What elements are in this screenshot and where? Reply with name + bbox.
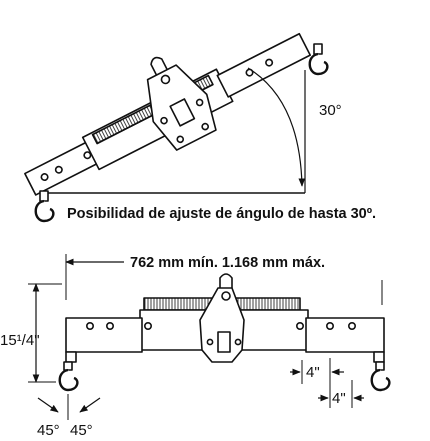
angle-caption: Posibilidad de ajuste de ángulo de hasta… [67,206,376,222]
plate-bolt [201,122,209,131]
right-sleeve [216,32,311,98]
left-hook-icon [34,190,55,223]
right-hook-icon [370,361,391,392]
plate-pin [160,74,171,85]
left-sleeve [65,317,143,353]
length-label: 762 mm mín. 1.168 mm máx. [130,255,325,271]
right-hook-icon [308,43,329,76]
plate-bolt [160,116,168,125]
horizontal-beam-view [28,254,391,420]
sleeve-hole [54,165,63,174]
plate-bolt [195,98,204,107]
spacing-label-1: 4" [306,364,320,381]
plate-window [169,98,196,127]
plate-bolt [176,135,185,144]
angle-label: 30° [319,102,342,119]
tilted-beam [24,32,311,196]
sleeve-hole [40,173,49,182]
hook-angle-arrow-right [79,397,101,413]
height-label: 15¹/4" [0,332,40,349]
left-hook-icon [58,361,79,392]
right-sleeve [305,317,385,353]
lifting-shackle [150,56,168,76]
hook-angle-label-left: 45° [37,422,60,439]
spacing-label-2: 4" [332,390,346,407]
hook-angle-label-right: 45° [70,422,93,439]
lifting-shackle [219,273,233,288]
hook-angle-arrow-left [37,397,59,413]
sleeve-hole [265,58,274,67]
tilted-beam-view [24,32,329,223]
angle-arc [247,67,306,187]
